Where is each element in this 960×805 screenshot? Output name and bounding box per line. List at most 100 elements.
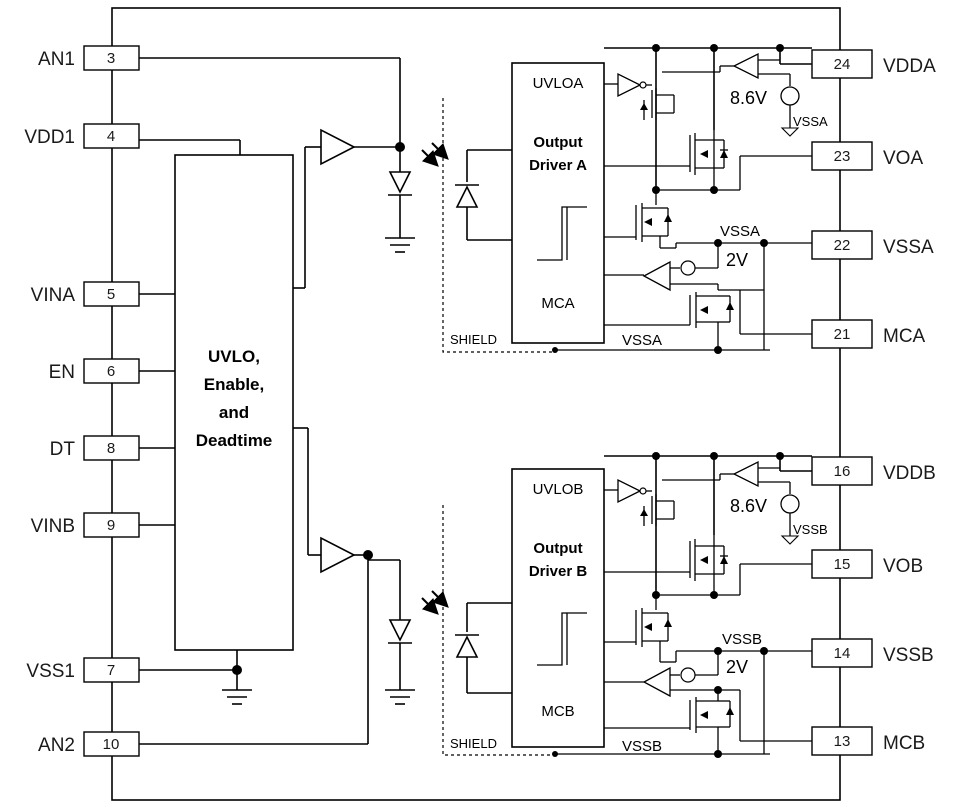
pin-number: 21 (834, 326, 851, 343)
pin-number: 9 (107, 517, 115, 534)
uvlo-label-b: UVLOB (533, 481, 584, 498)
pin-label: VINA (31, 285, 76, 306)
pin-number: 16 (834, 463, 851, 480)
pin-label: AN2 (38, 735, 75, 756)
rail-bottom-label-b: VSSB (622, 738, 662, 755)
mosfet-b1 (640, 494, 675, 526)
driver-line1-a: Output (533, 134, 582, 151)
pin-label: EN (49, 362, 75, 383)
mc-comparator-a (642, 260, 671, 292)
uvlo-label-a: UVLOA (533, 75, 584, 92)
pin-label: VSSB (883, 645, 934, 666)
pin-vob: 15 VOB (811, 549, 923, 579)
pin-vinb: VINB 9 (31, 512, 140, 538)
pin-label: VDDB (883, 463, 936, 484)
control-line-1: UVLO, (208, 347, 260, 366)
mc-comparator-b (642, 666, 671, 698)
photodiode-a (455, 185, 479, 208)
pin-dt: DT 8 (50, 435, 140, 461)
pin-an2: AN2 10 (38, 731, 140, 757)
pin-label: VDD1 (24, 127, 75, 148)
pin-vina: VINA 5 (31, 281, 140, 307)
channel-a: SHIELD UVLOA Output Driver A MCA 8.6V (442, 44, 828, 354)
pin-mca: 21 MCA (811, 319, 926, 349)
buffer-a (320, 128, 356, 166)
pin-number: 24 (834, 56, 851, 73)
uvlo-comparator-a (732, 52, 759, 80)
pin-number: 3 (107, 50, 115, 67)
driver-line1-b: Output (533, 540, 582, 557)
pin-number: 7 (107, 662, 115, 679)
pin-number: 4 (107, 128, 115, 145)
pin-number: 8 (107, 440, 115, 457)
mc-voltage-a: 2V (726, 250, 748, 270)
uvlo-comparator-b (732, 460, 759, 488)
pin-an1: AN1 3 (38, 45, 140, 71)
pin-number: 13 (834, 733, 851, 750)
pin-number: 14 (834, 645, 851, 662)
shield-label-b: SHIELD (450, 736, 497, 751)
pin-label: AN1 (38, 49, 75, 70)
rail-top-label-b: VSSB (722, 631, 762, 648)
pin-number: 10 (103, 736, 120, 753)
pin-vss1: VSS1 7 (26, 657, 140, 683)
pin-vddb: 16 VDDB (811, 456, 936, 486)
pmos-a (604, 130, 728, 190)
uvlo-ref-a: VSSA (793, 114, 828, 129)
control-line-2: Enable, (204, 375, 264, 394)
pin-label: VINB (31, 516, 75, 537)
pin-label: VOA (883, 148, 923, 169)
mosfet-a1 (640, 88, 675, 120)
pmos-b (604, 535, 728, 595)
hysteresis-b (537, 612, 587, 666)
buffer-b (320, 536, 356, 574)
pin-number: 6 (107, 363, 115, 380)
uvlo-voltage-b: 8.6V (730, 496, 767, 516)
driver-line2-b: Driver B (529, 563, 588, 580)
led-b (388, 619, 412, 642)
pin-label: DT (50, 439, 76, 460)
pin-label: VDDA (883, 56, 936, 77)
hysteresis-a (537, 206, 587, 261)
pin-label: VSSA (883, 237, 934, 258)
pin-vdd1: VDD1 4 (24, 123, 140, 149)
channel-b: SHIELD UVLOB Output Driver B MCB 8.6V (442, 452, 828, 758)
mc-label-b: MCB (541, 703, 574, 720)
pin-vdda: 24 VDDA (811, 49, 936, 79)
nmos-b (604, 608, 672, 662)
uvlo-voltage-a: 8.6V (730, 88, 767, 108)
mc-voltage-b: 2V (726, 657, 748, 677)
pin-voa: 23 VOA (811, 141, 923, 171)
pin-number: 5 (107, 286, 115, 303)
led-drive-a (139, 57, 449, 289)
pin-number: 22 (834, 237, 851, 254)
led-a (388, 171, 412, 194)
led-drive-b (139, 427, 449, 745)
package-outline (111, 7, 841, 801)
pin-vssb: 14 VSSB (811, 638, 934, 668)
pin-label: VSS1 (26, 661, 75, 682)
control-line-3: and (219, 403, 249, 422)
pin-vssa: 22 VSSA (811, 230, 934, 260)
nmos-a (604, 203, 672, 248)
control-block: UVLO, Enable, and Deadtime (174, 154, 294, 651)
ref-source-a (780, 86, 800, 106)
mc-label-a: MCA (541, 295, 574, 312)
photodiode-b (455, 635, 479, 658)
ref-source-b (780, 494, 800, 514)
shield-b (442, 505, 555, 756)
shield-label-a: SHIELD (450, 332, 497, 347)
pin-label: VOB (883, 556, 923, 577)
control-line-4: Deadtime (196, 431, 273, 450)
shield-a (442, 98, 555, 353)
pin-number: 23 (834, 148, 851, 165)
pin-label: MCB (883, 733, 925, 754)
pin-mcb: 13 MCB (811, 726, 925, 756)
driver-line2-a: Driver A (529, 157, 587, 174)
input-wires (139, 139, 252, 705)
rail-top-label-a: VSSA (720, 223, 760, 240)
uvlo-ref-b: VSSB (793, 522, 828, 537)
pin-number: 15 (834, 556, 851, 573)
pin-en: EN 6 (49, 358, 140, 384)
